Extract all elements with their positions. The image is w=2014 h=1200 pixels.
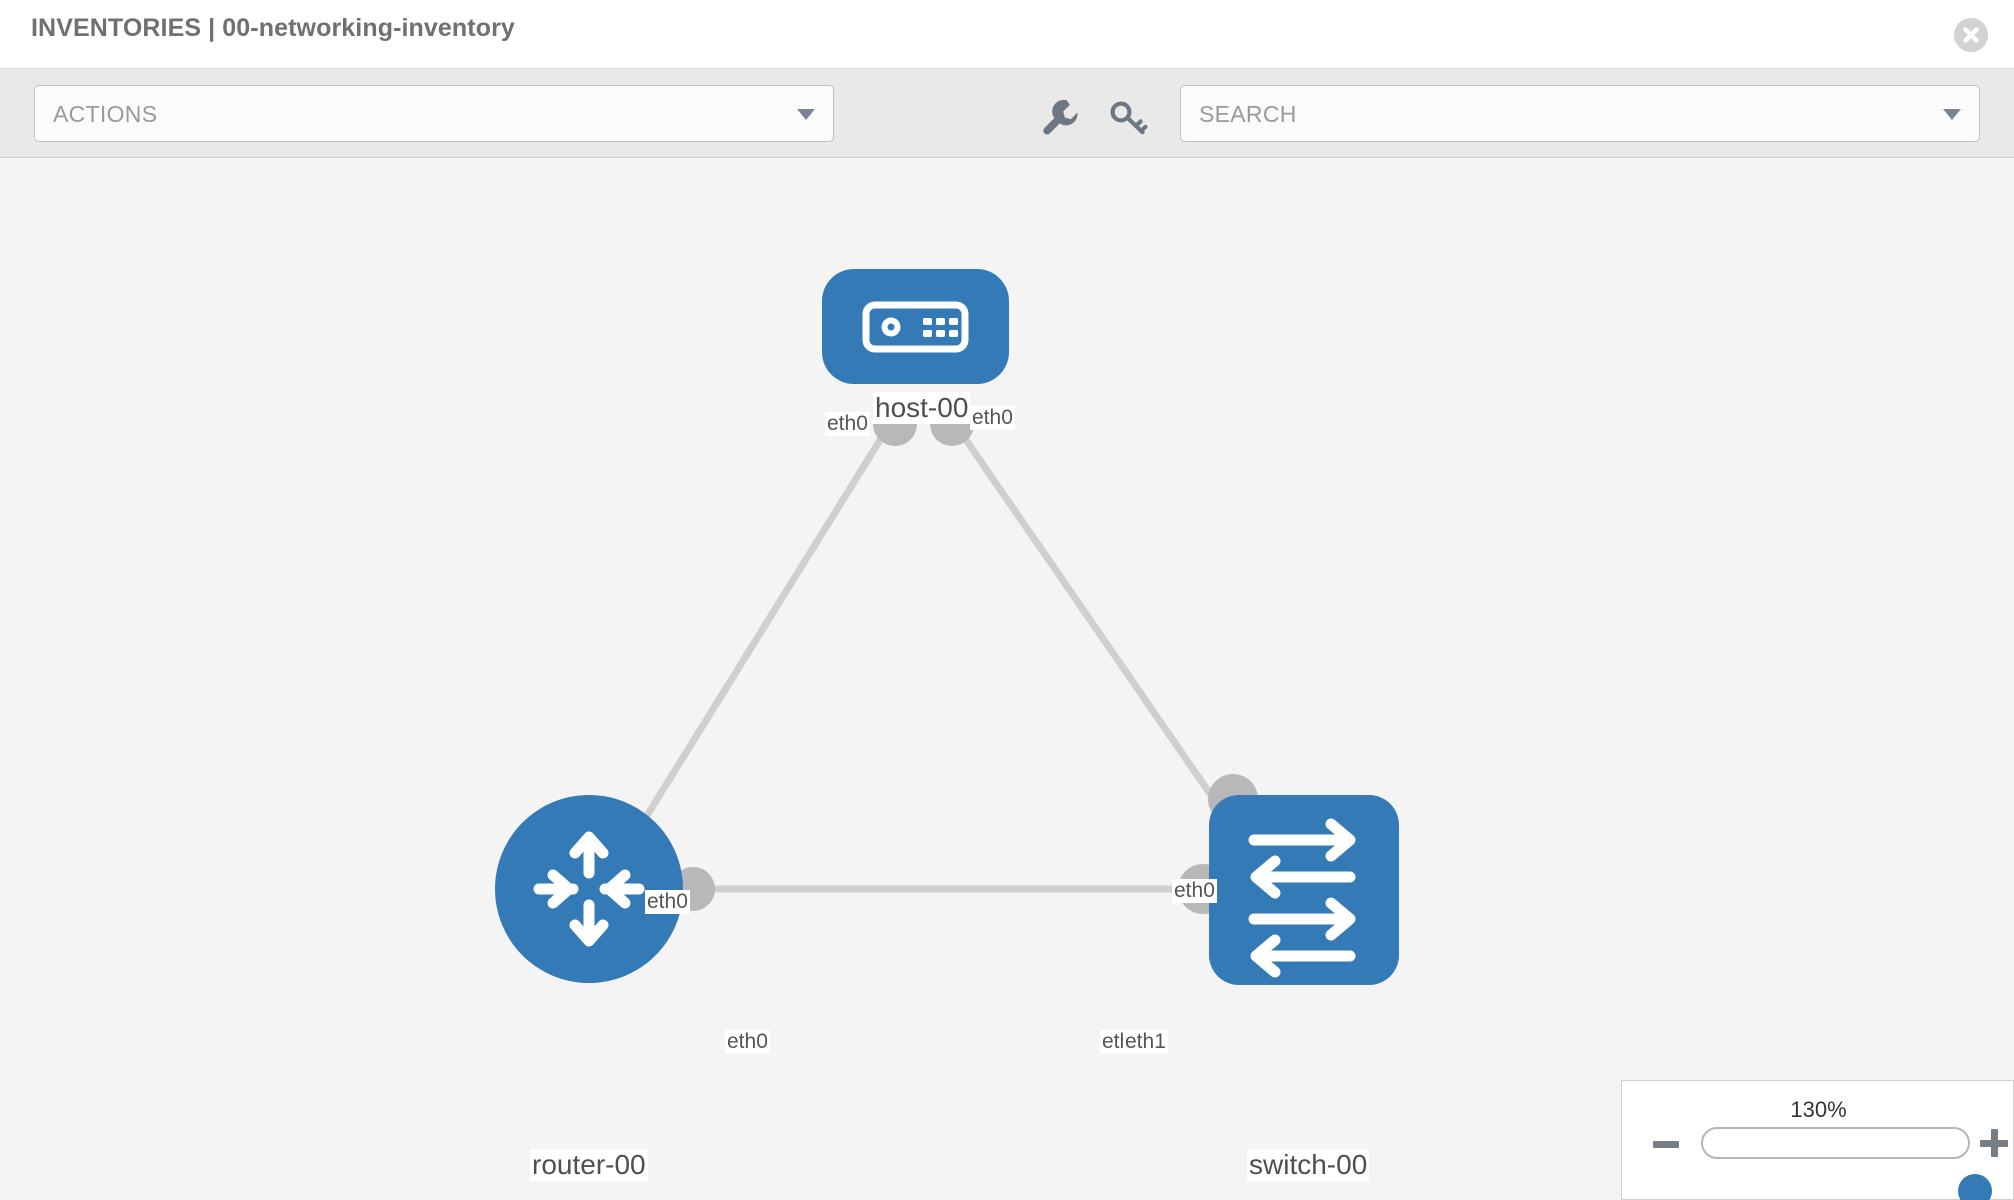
- switch-arrows-icon: [1248, 818, 1356, 978]
- title-bar: INVENTORIES | 00-networking-inventory: [0, 0, 2014, 69]
- zoom-control-panel: 130%: [1621, 1080, 2014, 1200]
- edge-label-host-eth0-left: eth0: [825, 412, 870, 436]
- edge-host-router: [616, 420, 894, 863]
- page-title: INVENTORIES | 00-networking-inventory: [31, 14, 515, 42]
- node-switch-00[interactable]: [1209, 795, 1399, 985]
- node-router-00[interactable]: [495, 795, 683, 983]
- close-icon[interactable]: [1954, 18, 1988, 52]
- key-icon[interactable]: [1107, 96, 1149, 138]
- actions-dropdown[interactable]: ACTIONS: [34, 85, 834, 142]
- node-label-router-00: router-00: [530, 1149, 648, 1181]
- server-icon: [862, 301, 969, 353]
- plus-icon[interactable]: [1980, 1129, 2008, 1157]
- edge-label-host-eth0-right: eth0: [970, 406, 1015, 430]
- topology-graph[interactable]: [0, 159, 2014, 1200]
- edge-label-router-eth0: eth0: [725, 1030, 770, 1054]
- router-arrows-icon: [533, 831, 645, 947]
- zoom-slider-track[interactable]: [1701, 1127, 1992, 1200]
- wrench-icon[interactable]: [1038, 96, 1080, 138]
- edge-label-switch-eth0-uplink: eth0: [1172, 879, 1217, 903]
- zoom-slider-thumb[interactable]: [1958, 1174, 1992, 1200]
- search-placeholder: SEARCH: [1199, 101, 1297, 127]
- node-label-host-00: host-00: [873, 392, 971, 424]
- minus-icon[interactable]: [1653, 1141, 1679, 1148]
- topology-edges: [616, 420, 1259, 893]
- topology-ports: [671, 402, 1258, 914]
- edge-label-switch-eth1: eth1: [1123, 1030, 1168, 1054]
- node-host-00[interactable]: [822, 269, 1009, 384]
- chevron-down-icon: [797, 109, 815, 120]
- topology-canvas[interactable]: host-00 router-00 switch-00 eth0 eth0 et…: [0, 159, 2014, 1200]
- edge-label-router-eth0-uplink: eth0: [645, 890, 690, 914]
- zoom-level-value: 130%: [1790, 1097, 1847, 1122]
- node-label-switch-00: switch-00: [1247, 1149, 1370, 1181]
- search-input[interactable]: SEARCH: [1180, 85, 1980, 142]
- actions-dropdown-label: ACTIONS: [53, 101, 158, 127]
- edge-host-switch: [951, 420, 1259, 863]
- chevron-down-icon[interactable]: [1943, 109, 1961, 120]
